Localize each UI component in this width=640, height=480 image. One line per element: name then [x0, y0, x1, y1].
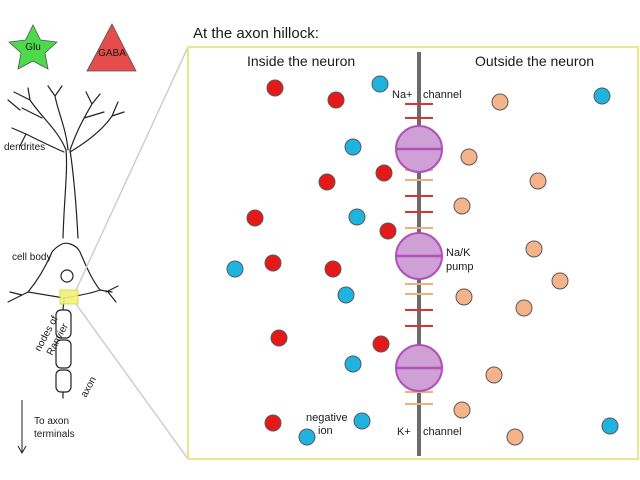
negative-ion — [593, 87, 611, 105]
ion-group — [226, 75, 619, 446]
sodium-ion — [379, 222, 397, 240]
outside-neuron-label: Outside the neuron — [475, 53, 594, 69]
potassium-ion — [455, 288, 473, 306]
pump-group — [395, 125, 443, 392]
terminals-label: terminals — [34, 429, 75, 440]
zoom-line-bottom — [75, 303, 189, 460]
potassium-ion — [506, 428, 524, 446]
dendrites-label: dendrites — [4, 142, 45, 153]
negative-label: negative — [306, 412, 348, 424]
potassium-ion — [460, 148, 478, 166]
na-label: Na+ — [392, 89, 413, 101]
neuron-drawing — [7, 85, 125, 399]
potassium-ion — [551, 272, 569, 290]
diagram-title: At the axon hillock: — [193, 25, 319, 42]
potassium-ion — [485, 366, 503, 384]
pump-label-line2: pump — [446, 261, 474, 273]
inside-neuron-label: Inside the neuron — [247, 53, 355, 69]
gaba-label: GABA — [98, 48, 126, 59]
k-label: K+ — [397, 426, 411, 438]
sodium-ion — [318, 173, 336, 191]
zoom-line-top — [75, 46, 189, 291]
sodium-ion — [375, 164, 393, 182]
to-axon-label: To axon — [34, 416, 69, 427]
sodium-ion — [264, 254, 282, 272]
sodium-ion — [266, 79, 284, 97]
potassium-ion — [453, 197, 471, 215]
sodium-ion — [324, 260, 342, 278]
negative-ion — [298, 428, 316, 446]
potassium-ion — [525, 240, 543, 258]
negative-ion — [226, 260, 244, 278]
sodium-ion — [246, 209, 264, 227]
potassium-ion — [529, 172, 547, 190]
negative-ion — [353, 412, 371, 430]
negative-ion — [344, 355, 362, 373]
negative-ion — [371, 75, 389, 93]
negative-ion — [348, 208, 366, 226]
cell-body-label: cell body — [12, 252, 51, 263]
na-k-pump — [395, 232, 443, 280]
channel-bottom-label: channel — [423, 426, 462, 438]
potassium-ion — [491, 93, 509, 111]
sodium-ion — [372, 335, 390, 353]
potassium-ion — [515, 299, 533, 317]
glu-label: Glu — [25, 42, 41, 53]
sodium-ion — [270, 329, 288, 347]
channel-top-label: channel — [423, 89, 462, 101]
glu-star-icon — [8, 24, 58, 70]
potassium-ion — [453, 401, 471, 419]
negative-ion — [337, 286, 355, 304]
axon-label: axon — [79, 375, 99, 399]
pump-label-line1: Na/K — [446, 247, 471, 259]
na-k-pump — [395, 344, 443, 392]
ion-label: ion — [318, 425, 333, 437]
axon-hillock-highlight — [59, 289, 79, 305]
gaba-triangle-icon — [86, 23, 137, 72]
down-arrow-head — [17, 445, 27, 455]
negative-ion — [601, 417, 619, 435]
sodium-ion — [264, 414, 282, 432]
negative-ion — [344, 138, 362, 156]
sodium-ion — [327, 91, 345, 109]
na-k-pump — [395, 125, 443, 173]
